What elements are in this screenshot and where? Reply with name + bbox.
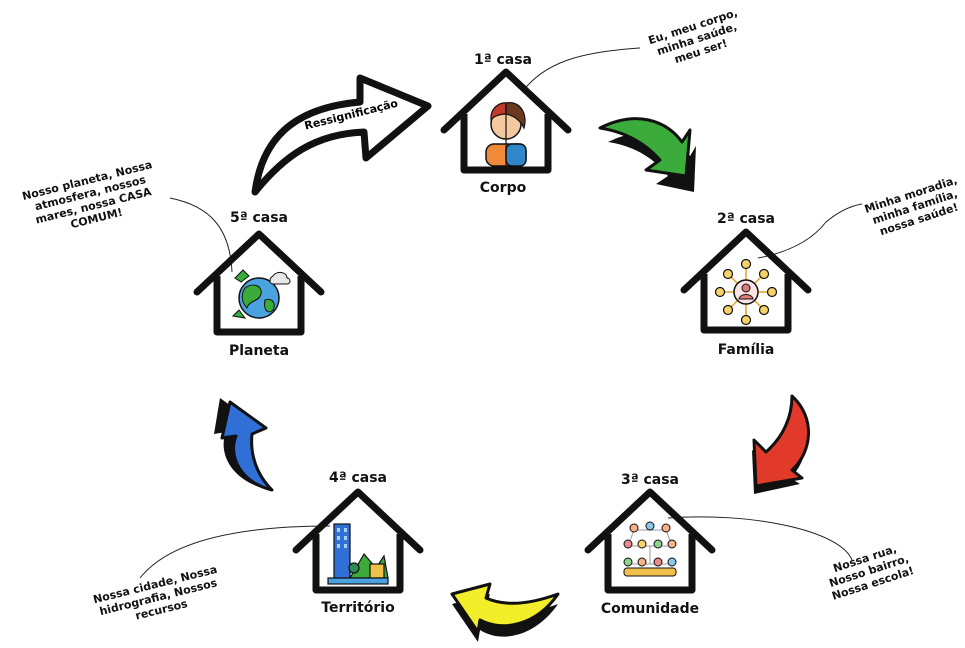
note-connectors: [139, 47, 863, 579]
territorio-name-label: Território: [321, 600, 395, 616]
comunidade-casa-label: 3ª casa: [621, 472, 679, 488]
house-planeta: [193, 230, 325, 336]
connector-planeta: [169, 197, 233, 273]
red-arrow: [752, 394, 810, 494]
connector-familia: [757, 203, 863, 259]
note-familia: Minha moradia, minha família, nossa saúd…: [863, 174, 960, 239]
green-arrow: [598, 117, 696, 192]
city-icon: [327, 523, 389, 585]
connector-comunidade: [667, 516, 853, 561]
ressignificacao-arrow: Ressignificação: [251, 74, 432, 196]
territorio-casa-label: 4ª casa: [329, 470, 387, 486]
house-territorio: [292, 488, 424, 594]
familia-name-label: Família: [718, 342, 775, 358]
planeta-name-label: Planeta: [229, 343, 289, 359]
comunidade-name-label: Comunidade: [601, 601, 699, 617]
person-icon: [485, 102, 527, 167]
familia-casa-label: 2ª casa: [717, 211, 775, 227]
planeta-casa-label: 5ª casa: [230, 210, 288, 226]
corpo-casa-label: 1ª casa: [474, 52, 532, 68]
yellow-arrow: [450, 582, 560, 642]
house-comunidade: [584, 488, 716, 594]
note-territorio: Nossa cidade, Nossa hidrografia, Nossos …: [92, 563, 219, 623]
connector-corpo: [521, 47, 641, 93]
note-planeta: Nosso planeta, Nossa atmosfera, nossos m…: [21, 158, 154, 231]
note-corpo: Eu, meu corpo, minha saúde, meu ser!: [647, 6, 740, 66]
planet-icon: [231, 269, 291, 319]
note-comunidade: Nossa rua, Nosso bairro, Nossa escola!: [828, 542, 916, 602]
connector-territorio: [139, 525, 331, 579]
house-familia: [680, 228, 812, 334]
family-network-icon: [714, 258, 778, 326]
corpo-name-label: Corpo: [480, 180, 527, 196]
community-icon: [623, 521, 677, 577]
blue-arrow: [214, 398, 274, 492]
house-corpo: [440, 68, 572, 174]
